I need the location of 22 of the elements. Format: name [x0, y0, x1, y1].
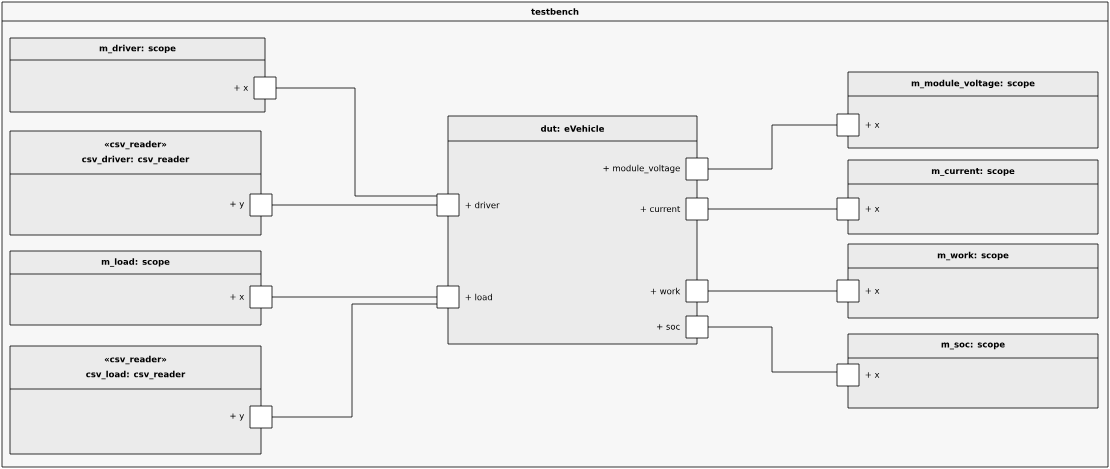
connector: [271, 296, 438, 298]
connector: [271, 204, 438, 206]
port-label: + current: [640, 205, 681, 213]
port-label: + x: [234, 85, 248, 91]
connector: [707, 124, 838, 170]
port-label: + x: [865, 372, 880, 378]
port-label: + x: [865, 122, 880, 128]
port-label: + module_voltage: [603, 164, 680, 174]
port-label: + x: [865, 206, 880, 212]
connector: [275, 87, 438, 197]
port-label: + driver: [465, 201, 500, 209]
connector: [707, 326, 838, 373]
port-label: + y: [230, 201, 244, 209]
port-label: + y: [230, 413, 244, 421]
connector: [707, 290, 838, 292]
port-label: + x: [865, 288, 880, 294]
port-label: + soc: [657, 324, 680, 330]
port-label: + x: [230, 294, 244, 300]
connector: [271, 303, 438, 418]
connector: [707, 208, 838, 210]
port-label: + work: [650, 287, 681, 295]
port-label: + load: [465, 293, 492, 301]
